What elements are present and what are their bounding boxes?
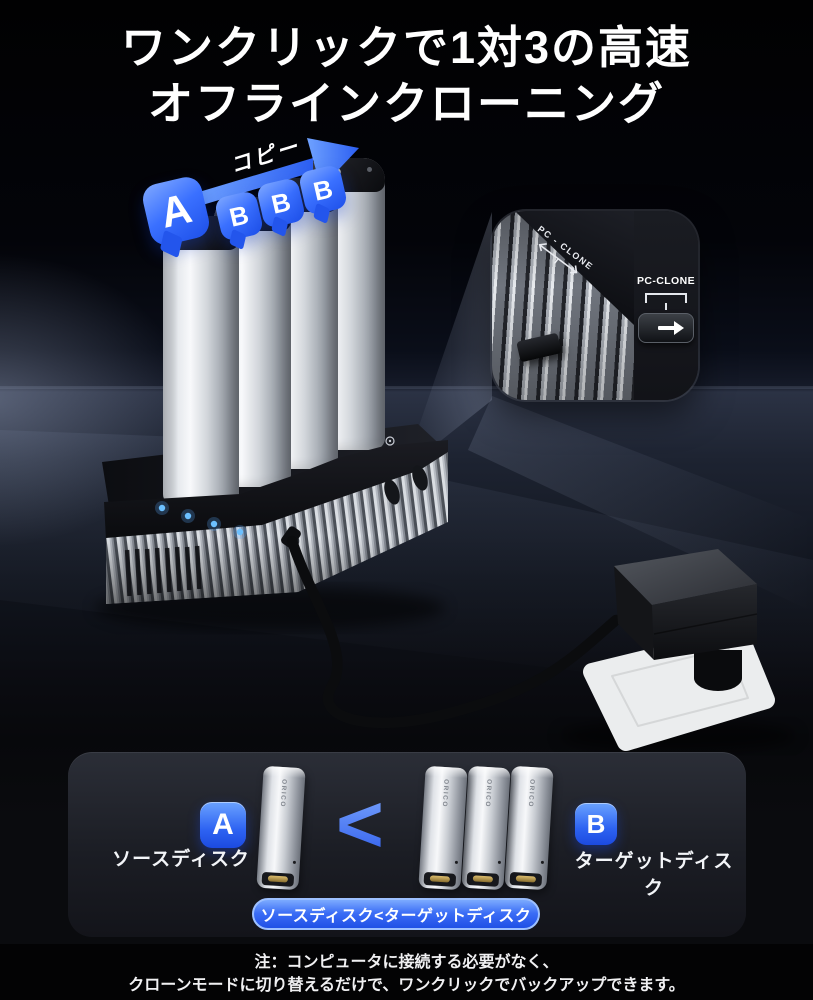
- bracket-icon: [645, 293, 687, 303]
- bracket-stem: [665, 303, 667, 310]
- inset-control-strip: PC-CLONE: [634, 211, 698, 400]
- capacity-rule-pill: ソースディスク<ターゲットディスク: [252, 898, 540, 930]
- operator-glyph: <: [336, 780, 384, 870]
- usb-c-connector: [466, 871, 500, 887]
- comparison-panel: A ソースディスク ORICO < ORICO ORICO ORICO B: [68, 752, 746, 937]
- title-line-1: ワンクリックで1対3の高速: [120, 22, 693, 73]
- target-ssd-3: ORICO: [504, 765, 554, 891]
- clone-mode-button: [638, 313, 694, 343]
- orico-logo: ORICO: [440, 778, 450, 809]
- edge-label-group: PC - CLONE: [524, 224, 595, 288]
- detail-inset: PC - CLONE PC-CLONE: [492, 211, 698, 400]
- target-disk-label: ターゲットディスク: [574, 851, 734, 899]
- pc-clone-label: PC-CLONE: [636, 275, 696, 287]
- footnote-line-2: クローンモードに切り替えるだけで、ワンクリックでバックアップできます。: [128, 977, 685, 994]
- bubble-letter: B: [310, 172, 336, 207]
- target-badge: B: [575, 803, 617, 845]
- source-disk-label: ソースディスク: [112, 849, 250, 870]
- bubble-letter: A: [155, 184, 196, 237]
- title-line-2: オフラインクローニング: [147, 78, 665, 129]
- footnote-line-1: 注：コンピュータに接続する必要がなく、: [254, 954, 559, 971]
- source-badge: A: [200, 802, 246, 848]
- orico-logo: ORICO: [526, 778, 536, 809]
- orico-logo: ORICO: [483, 778, 493, 809]
- source-ssd: ORICO: [256, 765, 306, 891]
- page-title: ワンクリックで1対3の高速 オフラインクローニング: [0, 20, 813, 132]
- usb-c-connector: [509, 871, 543, 887]
- less-than-operator: <: [336, 780, 384, 870]
- bubble-letter: B: [226, 198, 252, 233]
- target-ssd-1: ORICO: [418, 765, 468, 891]
- right-arrow-icon: [657, 321, 684, 335]
- orico-logo: ORICO: [278, 778, 288, 809]
- footnote: 注：コンピュータに接続する必要がなく、 クローンモードに切り替えるだけで、ワンク…: [0, 944, 813, 1000]
- target-ssd-2: ORICO: [461, 765, 511, 891]
- usb-c-connector: [423, 871, 457, 887]
- ssd-enclosure-1: [163, 216, 239, 506]
- slide-range-icon: [538, 242, 577, 274]
- bubble-letter: B: [268, 185, 294, 220]
- usb-c-connector: [261, 871, 295, 887]
